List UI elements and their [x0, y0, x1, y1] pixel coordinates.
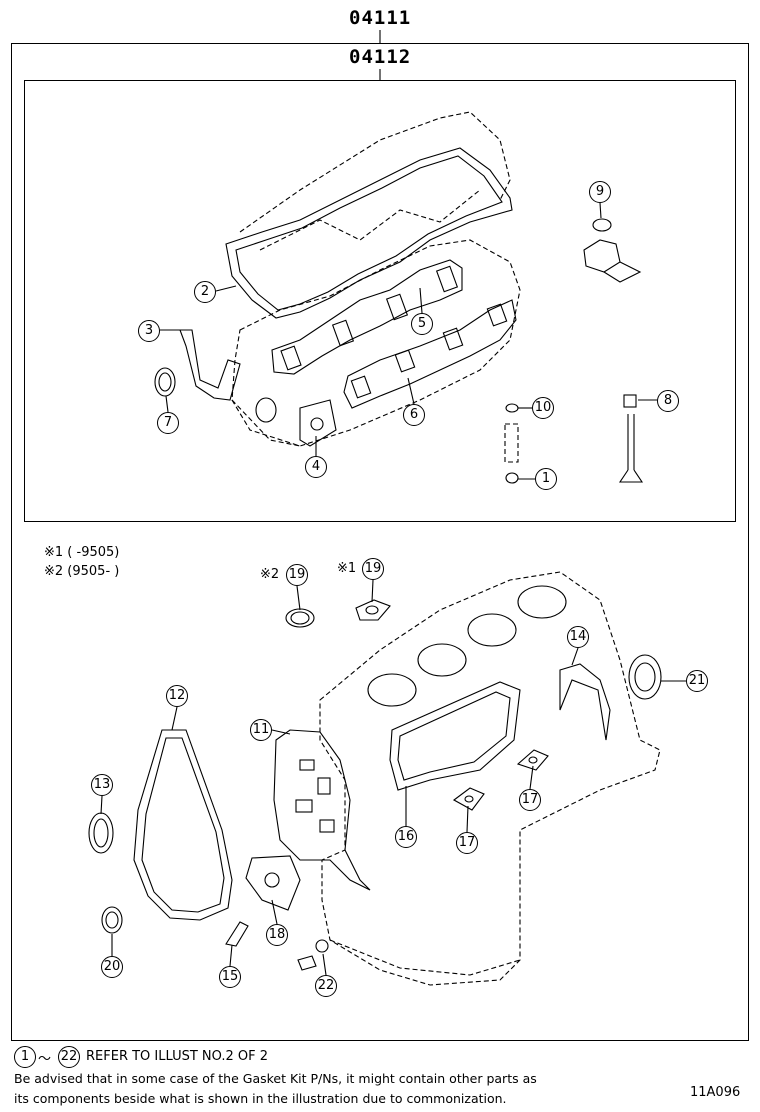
callout-1[interactable]: 1 [535, 468, 557, 490]
front-cover-gasket [273, 729, 371, 891]
callout-2[interactable]: 2 [194, 281, 216, 303]
legend-line-2: ※2 (9505- ) [44, 564, 120, 579]
variant-mark-2: ※2 [260, 567, 280, 582]
callout-20[interactable]: 20 [101, 956, 123, 978]
variant-mark-1: ※1 [337, 561, 357, 576]
range-start-callout: 1 [14, 1046, 36, 1068]
callout-12[interactable]: 12 [166, 685, 188, 707]
callout-5[interactable]: 5 [411, 313, 433, 335]
callout-13[interactable]: 13 [91, 774, 113, 796]
callout-15[interactable]: 15 [219, 966, 241, 988]
callout-7[interactable]: 7 [157, 412, 179, 434]
callout-21[interactable]: 21 [686, 670, 708, 692]
legend-line-1: ※1 ( -9505) [44, 545, 120, 560]
callout-8[interactable]: 8 [657, 390, 679, 412]
side-cover-gasket [389, 681, 521, 791]
illustration-code: 11A096 [690, 1085, 741, 1100]
callout-4[interactable]: 4 [305, 456, 327, 478]
callout-10[interactable]: 10 [532, 397, 554, 419]
advice-line-1: Be advised that in some case of the Gask… [14, 1071, 537, 1086]
callout-19-variant-1[interactable]: 19 [362, 558, 384, 580]
range-end-callout: 22 [58, 1046, 80, 1068]
manifold-gasket-lower [343, 299, 517, 409]
callout-19-variant-2[interactable]: 19 [286, 564, 308, 586]
kit-number-outer: 04111 [349, 7, 412, 29]
advice-line-2: its components beside what is shown in t… [14, 1091, 507, 1106]
callout-17-center[interactable]: 17 [456, 832, 478, 854]
range-separator: ～ [38, 1052, 52, 1067]
callout-22[interactable]: 22 [315, 975, 337, 997]
inner-kit-frame [24, 80, 736, 522]
manifold-gasket-upper [271, 259, 463, 375]
timing-cover-gasket [133, 729, 233, 921]
outer-kit-frame [11, 43, 749, 1041]
callout-11[interactable]: 11 [250, 719, 272, 741]
callout-16[interactable]: 16 [395, 826, 417, 848]
kit-number-inner: 04112 [349, 46, 412, 68]
callout-6[interactable]: 6 [403, 404, 425, 426]
refer-note: REFER TO ILLUST NO.2 OF 2 [86, 1049, 268, 1064]
callout-17-right[interactable]: 17 [519, 789, 541, 811]
callout-3[interactable]: 3 [138, 320, 160, 342]
callout-9[interactable]: 9 [589, 181, 611, 203]
callout-18[interactable]: 18 [266, 924, 288, 946]
head-cover-gasket [225, 147, 513, 319]
callout-14[interactable]: 14 [567, 626, 589, 648]
